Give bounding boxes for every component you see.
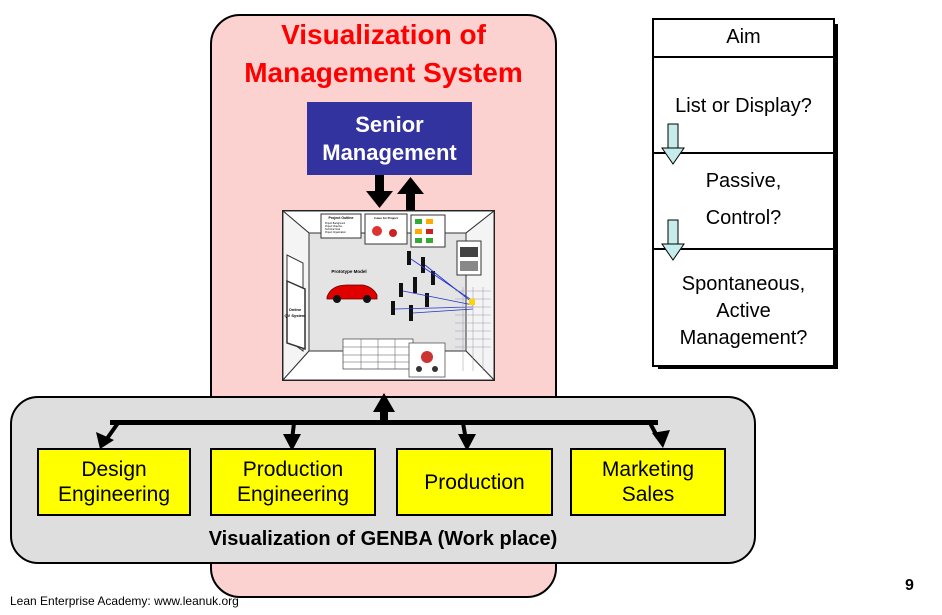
project-outline-label: Project Outline	[329, 216, 354, 220]
project-outline-line: Project Organization	[325, 231, 347, 234]
aim-step-passive-line2: Control?	[705, 207, 782, 229]
department-line1: Design	[81, 458, 147, 481]
department-line2: Engineering	[57, 483, 171, 506]
aim-step-passive-line1: Passive,	[705, 170, 782, 192]
genba-up-arrow	[373, 393, 395, 423]
up-arrow	[397, 177, 424, 210]
aim-flow-arrows	[661, 123, 685, 261]
department-line1: Marketing	[601, 458, 695, 481]
footer-credit: Lean Enterprise Academy: www.leanuk.org	[10, 594, 239, 608]
issue-label: Issue for Project	[374, 216, 398, 220]
down-arrow	[366, 175, 393, 208]
project-outline-line: Technical Goal	[325, 229, 341, 231]
aim-divider	[654, 248, 833, 250]
department-line1: Production	[242, 458, 344, 481]
branch-arrow-marketing	[648, 422, 670, 448]
aim-header: Aim	[726, 26, 761, 48]
department-line1: Production	[424, 470, 525, 494]
online-label: Online	[289, 307, 302, 312]
department-production-engineering: Production Engineering	[210, 448, 376, 516]
aim-flow-arrow-2	[661, 219, 685, 261]
distribution-line	[110, 420, 658, 425]
department-marketing-sales: Marketing Sales	[570, 448, 726, 516]
senior-line1: Senior	[355, 111, 424, 137]
aim-divider	[654, 152, 833, 154]
branch-arrow-production	[458, 422, 476, 451]
management-title-line2: Management System	[244, 57, 523, 88]
online-label-2: QV System	[284, 313, 306, 318]
prototype-label: Prototype Model	[331, 269, 366, 274]
department-production: Production	[396, 448, 553, 516]
department-line2: Sales	[621, 483, 675, 506]
branch-arrow-design	[96, 421, 120, 449]
branch-arrow-production-engineering	[283, 422, 301, 451]
aim-table-shadow	[835, 24, 838, 369]
aim-step-list-display: List or Display?	[675, 95, 812, 117]
project-outline-line: Project Background	[325, 222, 346, 225]
aim-flow-arrow-1	[661, 123, 685, 165]
aim-divider	[654, 56, 833, 58]
aim-step-spontaneous-line1: Spontaneous,	[681, 273, 806, 295]
management-title-line1: Visualization of	[281, 19, 486, 50]
visual-room-illustration: Project Outline Project Background Proje…	[281, 209, 496, 382]
department-line2: Engineering	[236, 483, 350, 506]
room-drawing: Project Outline Project Background Proje…	[281, 209, 496, 382]
aim-table-shadow	[658, 366, 838, 369]
page-number: 9	[905, 577, 914, 594]
department-design-engineering: Design Engineering	[37, 448, 191, 516]
management-system-title: Visualization of Management System	[210, 16, 557, 92]
project-outline-line: Project Objective	[325, 225, 343, 228]
senior-line2: Management	[322, 139, 457, 165]
aim-step-spontaneous-line2: Active	[716, 300, 771, 322]
senior-management-box: Senior Management	[307, 102, 472, 175]
aim-step-spontaneous-line3: Management?	[679, 327, 808, 349]
aim-table: Aim List or Display? Passive, Control? S…	[652, 18, 835, 367]
genba-title: Visualization of GENBA (Work place)	[208, 528, 558, 550]
